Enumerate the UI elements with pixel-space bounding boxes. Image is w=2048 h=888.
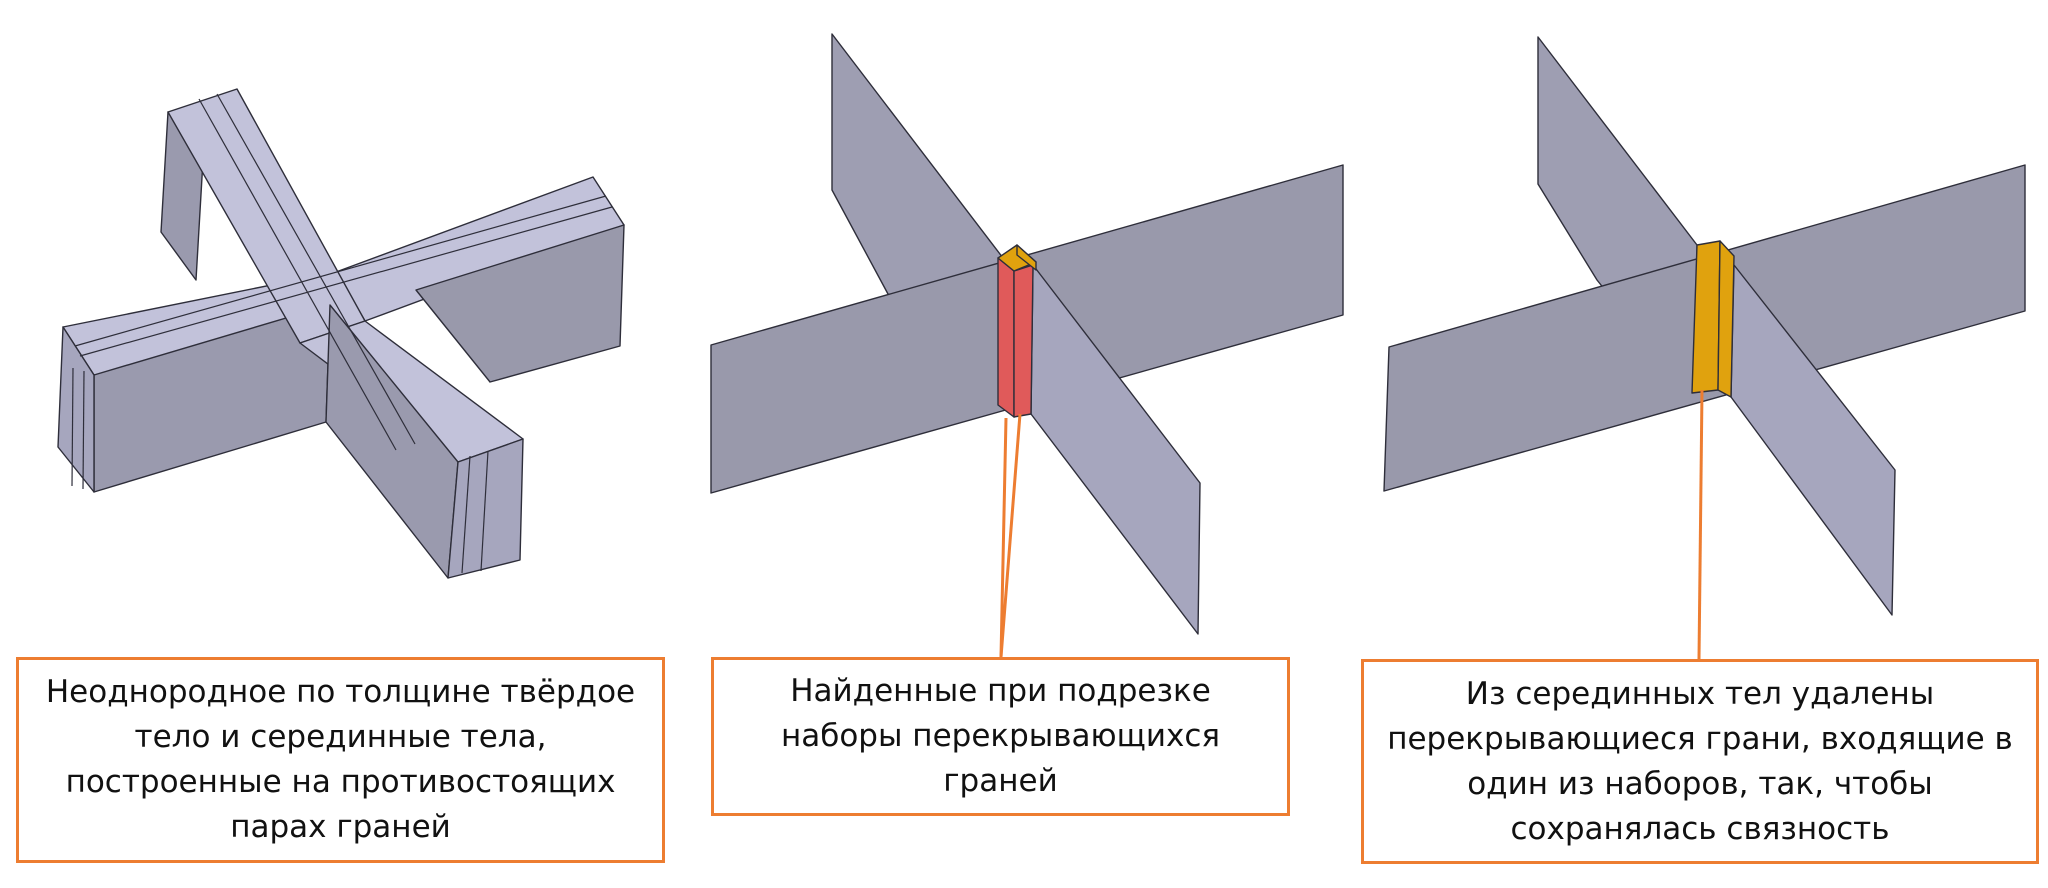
caption-line: Неоднородное по толщине твёрдое bbox=[45, 674, 636, 710]
caption-solid-body: Неоднородное по толщине твёрдое тело и с… bbox=[16, 657, 665, 863]
back-sheet bbox=[1537, 36, 1698, 291]
left-arm-end-face bbox=[57, 326, 95, 493]
caption-line: наборы перекрывающихся bbox=[780, 718, 1221, 754]
caption-line: Найденные при подрезке bbox=[790, 673, 1211, 709]
midsurfaces-overlap bbox=[710, 33, 1344, 635]
caption-line: граней bbox=[943, 763, 1058, 799]
overlap-face-orange-side bbox=[1016, 244, 1037, 271]
overlap-face-red bbox=[997, 257, 1015, 418]
right-arm-front-face bbox=[415, 224, 625, 383]
overlap-face-red-front bbox=[1013, 264, 1034, 418]
callout-lines bbox=[999, 389, 1704, 660]
caption-overlap-sets: Найденные при подрезке наборы перекрываю… bbox=[711, 657, 1290, 816]
caption-line: перекрывающиеся грани, входящие в bbox=[1387, 720, 2013, 757]
kept-face-orange-side bbox=[1717, 240, 1735, 398]
caption-line: Из серединных тел удалены bbox=[1465, 675, 1935, 712]
caption-line: парах граней bbox=[230, 809, 451, 845]
midsurface-lines bbox=[71, 93, 613, 574]
caption-line: тело и серединные тела, bbox=[134, 719, 547, 755]
midsurfaces-result bbox=[1383, 36, 2026, 616]
kept-face-orange bbox=[1691, 240, 1721, 394]
back-sheet bbox=[831, 33, 1004, 307]
front-arm-end-face bbox=[447, 438, 524, 579]
caption-line: один из наборов, так, чтобы bbox=[1467, 765, 1933, 802]
caption-line: построенные на противостоящих bbox=[65, 764, 616, 800]
solid-cross-body bbox=[57, 88, 625, 579]
caption-line: сохранялась связность bbox=[1510, 810, 1890, 847]
caption-faces-removed: Из серединных тел удалены перекрывающиес… bbox=[1361, 659, 2039, 864]
